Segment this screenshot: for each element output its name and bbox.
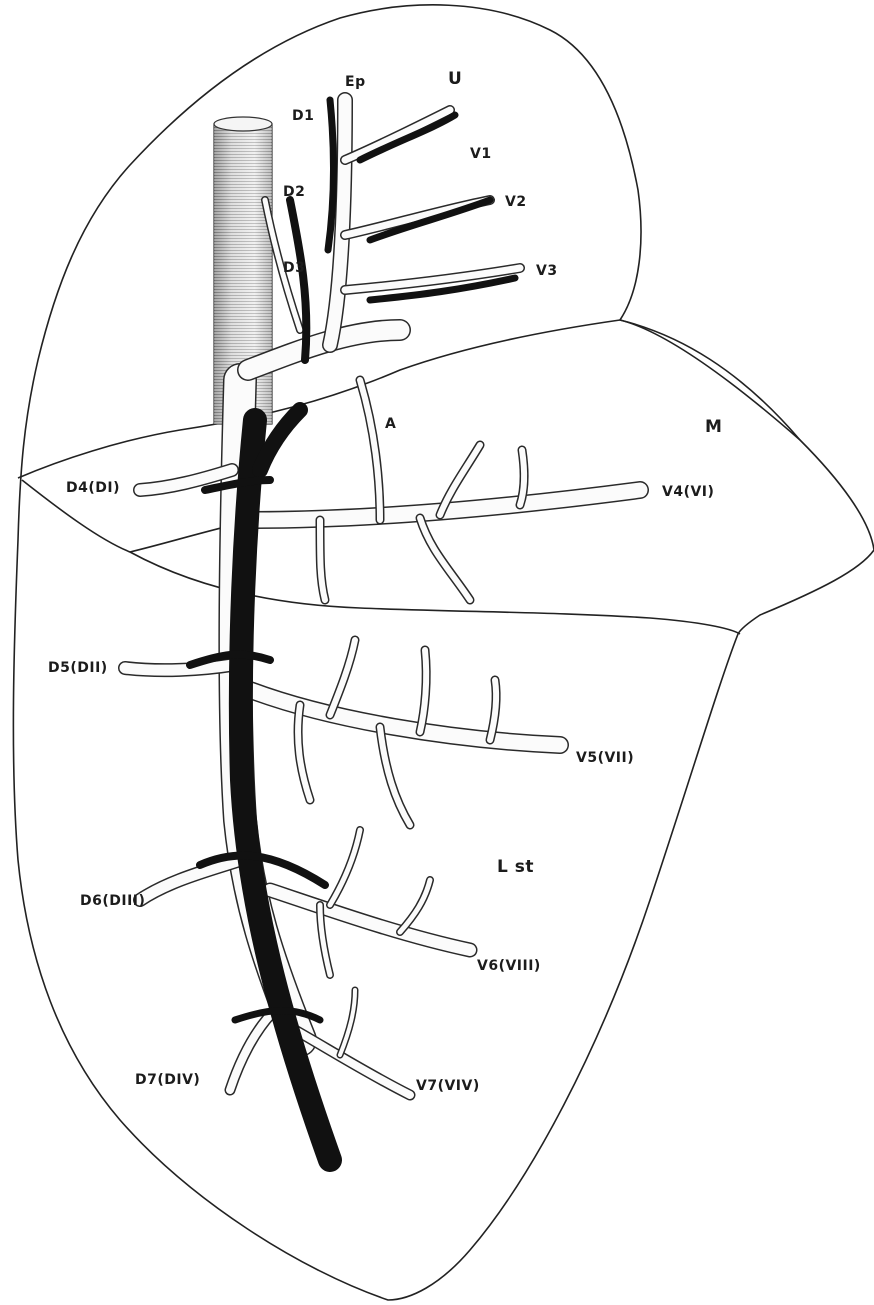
label-d2: D2 [283, 184, 305, 200]
trachea-cut-end [214, 117, 272, 131]
label-v3: V3 [536, 263, 558, 279]
label-v1: V1 [470, 146, 492, 162]
label-v4: V4(VI) [662, 484, 714, 500]
lobe-label-lower: L st [497, 857, 534, 877]
lobe-label-middle: M [705, 417, 722, 437]
label-v2: V2 [505, 194, 527, 210]
label-a: A [385, 416, 396, 432]
label-d1: D1 [292, 108, 314, 124]
lung-outline [13, 5, 874, 1300]
lung-outer-boundary [13, 5, 874, 1300]
lobe-label-upper: U [448, 69, 462, 89]
label-d7: D7(DIV) [135, 1072, 200, 1088]
label-v7: V7(VIV) [416, 1078, 480, 1094]
label-d4: D4(DI) [66, 480, 120, 496]
label-v6: V6(VIII) [477, 958, 541, 974]
label-d5: D5(DII) [48, 660, 108, 676]
label-d6: D6(DIII) [80, 893, 145, 909]
bronchial-tree [125, 100, 640, 1095]
label-ep: Ep [345, 74, 366, 90]
label-v5: V5(VII) [576, 750, 634, 766]
lower-lobe-bronchi-6 [140, 830, 470, 975]
lower-lobe-bronchi-7 [230, 990, 410, 1095]
label-d3: D3 [283, 260, 305, 276]
